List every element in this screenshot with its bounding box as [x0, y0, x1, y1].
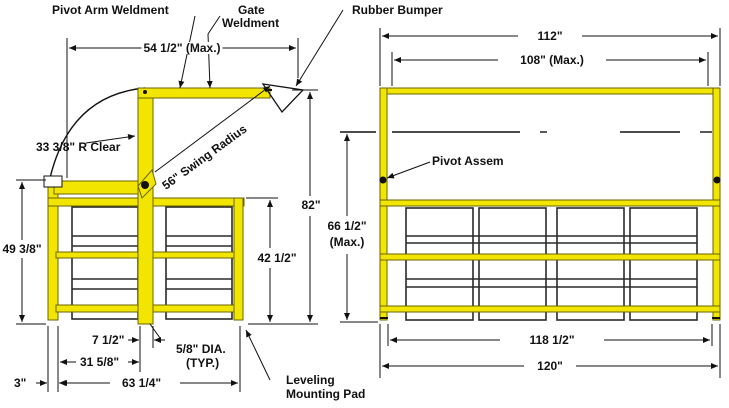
rubber-bumper-label: Rubber Bumper [352, 3, 443, 17]
front-drums [405, 207, 698, 321]
dim-108-label: 108" (Max.) [518, 53, 586, 67]
pivot-assem-mark [379, 176, 721, 184]
dim-54-label: 54 1/2" (Max.) [141, 41, 223, 55]
bumper-outline [261, 83, 305, 114]
dim-7-label: 7 1/2" [92, 333, 125, 347]
leveling-label-line2: Mounting Pad [286, 387, 366, 401]
dim-118-label: 118 1/2" [527, 333, 577, 347]
dim-120-label: 120" [535, 359, 565, 373]
side-view [16, 9, 344, 392]
dim-66-label-line2: (Max.) [327, 235, 367, 249]
dim-112-label: 112" [535, 29, 565, 43]
side-drums [71, 206, 233, 320]
dim-63-label: 63 1/4" [122, 376, 162, 390]
gate-weldment-label-line2: Weldment [222, 16, 280, 30]
swing-arc [49, 87, 146, 179]
r-clear-label: 33 3/8" R Clear [36, 140, 121, 154]
front-frame [379, 87, 721, 321]
front-view [340, 28, 721, 378]
arm-joint [143, 90, 147, 94]
dim-42-label: 42 1/2" [255, 251, 299, 265]
dia-label-line1: 5/8" DIA. [176, 342, 226, 356]
pivot-bracket [43, 175, 63, 188]
dia-label-line2: (TYP.) [186, 356, 220, 370]
side-frame [47, 87, 271, 325]
gate-weldment-label-line1: Gate [238, 3, 265, 17]
pivot-assem-label: Pivot Assem [432, 154, 504, 168]
pivot-point [141, 181, 149, 189]
pivot-arm-weldment-label: Pivot Arm Weldment [52, 3, 169, 17]
dim-3-label: 3" [14, 376, 27, 390]
dim-66-label-line1: 66 1/2" [325, 219, 369, 233]
dim-31-label: 31 5/8" [80, 355, 120, 369]
leveling-label-line1: Leveling [286, 373, 335, 387]
dim-82-label: 82" [299, 198, 323, 212]
dim-49-label: 49 3/8" [0, 242, 44, 256]
